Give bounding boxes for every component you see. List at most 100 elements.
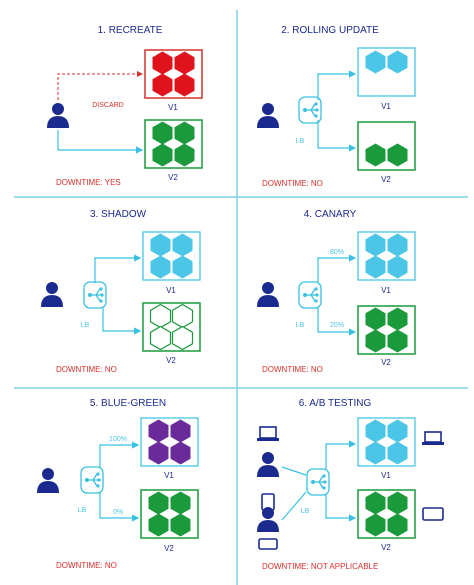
traffic-arrow-v1 [94,254,142,283]
hexagon-icon [365,143,386,167]
user-icon [257,507,279,532]
v1-label: V1 [381,286,391,295]
hexagon-icon [171,325,194,351]
v2-label: V2 [166,356,176,365]
v2-box [357,489,416,539]
hexagon-icon [387,255,408,279]
hexagon-icon [365,329,386,353]
traffic-arrow-v2 [317,308,357,336]
hexagon-icon [152,143,173,167]
lb-label: LB [81,322,90,329]
v1-hexagons [365,233,408,279]
v2-label: V2 [381,358,391,367]
panel-canary: 4. CANARY LB 80% 20% V1 V2 DOWNTIME: NO [257,209,416,374]
v2-box [357,305,416,355]
v1-hexagons [150,233,193,279]
user-icon [47,103,69,128]
downtime-label: DOWNTIME: NO [56,365,117,374]
percent-v1: 80% [330,249,344,256]
v1-hexagons [152,51,195,97]
load-balancer-icon [306,468,330,496]
v2-box [142,302,201,352]
v1-box [357,231,416,281]
load-balancer-icon [80,466,104,494]
v1-box [144,49,203,99]
lb-label: LB [78,507,87,514]
user-icon [41,282,63,307]
discard-arrow [57,71,143,100]
hexagon-icon [174,51,195,75]
percent-v2: 20% [330,322,344,329]
phone-icon [422,507,444,521]
lb-label: LB [296,322,305,329]
traffic-arrow-v2 [99,493,140,522]
user-icon [257,282,279,307]
load-balancer-icon [83,281,107,309]
panel-title: 2. ROLLING UPDATE [281,25,379,36]
laptop-icon [422,431,444,445]
hexagon-icon [149,303,172,329]
hexagon-icon [174,143,195,167]
hexagon-icon [365,307,386,331]
v1-box [140,417,199,467]
hexagon-icon [170,441,191,465]
hexagon-icon [387,143,408,167]
v2-hexagons [152,121,195,167]
hexagon-icon [387,50,408,74]
v1-hexagons [365,50,408,74]
v2-label: V2 [168,173,178,182]
traffic-arrow-v2 [325,494,357,522]
hexagon-icon [174,73,195,97]
hexagon-icon [150,255,171,279]
hexagon-icon [172,233,193,257]
downtime-label: DOWNTIME: NO [262,365,323,374]
v1-label: V1 [381,471,391,480]
traffic-arrow-v1 [317,70,357,100]
hexagon-icon [149,325,172,351]
discard-label: DISCARD [92,102,124,109]
v1-label: V1 [166,286,176,295]
hexagon-icon [387,513,408,537]
hexagon-icon [365,491,386,515]
hexagon-icon [174,121,195,145]
panel-title: 1. RECREATE [98,25,163,36]
hexagon-icon [170,419,191,443]
hexagon-icon [148,491,169,515]
v2-box [357,121,416,171]
phone-icon [258,538,278,550]
hexagon-icon [152,121,173,145]
user-icon [257,452,279,477]
hexagon-icon [387,419,408,443]
v1-label: V1 [168,103,178,112]
hexagon-icon [365,513,386,537]
hexagon-icon [387,233,408,257]
lb-label: LB [296,138,305,145]
downtime-label: DOWNTIME: YES [56,178,121,187]
panel-recreate: 1. RECREATE DISCARD V1 V2 DOWNTIME: YES [47,25,203,187]
hexagon-icon [148,513,169,537]
v2-box [144,119,203,169]
hexagon-icon [150,233,171,257]
hexagon-icon [170,491,191,515]
hexagon-icon [365,233,386,257]
hexagon-icon [365,441,386,465]
user-b-line [281,491,307,521]
v1-label: V1 [381,102,391,111]
v2-label: V2 [164,544,174,553]
v2-hexagons [148,491,191,537]
hexagon-icon [172,255,193,279]
v1-hexagons [365,419,408,465]
traffic-arrow-v1 [325,440,357,470]
user-icon [257,103,279,128]
traffic-arrow-v1 [99,441,140,468]
v1-box [142,231,201,281]
hexagon-icon [152,73,173,97]
panel-title: 6. A/B TESTING [299,398,372,409]
downtime-label: DOWNTIME: NOT APPLICABLE [262,562,378,571]
v2-hexagons [365,491,408,537]
v2-hexagons [365,307,408,353]
downtime-label: DOWNTIME: NO [262,179,323,188]
panel-shadow: 3. SHADOW LB V1 V2 DOWNTIME: NO [41,209,201,374]
user-icon [37,468,59,493]
